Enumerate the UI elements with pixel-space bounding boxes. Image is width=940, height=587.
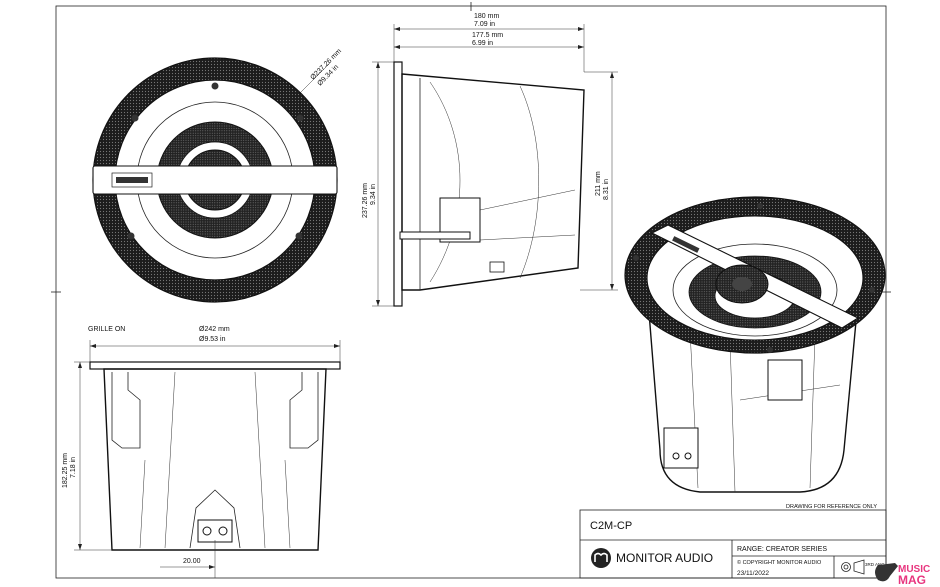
date-label: 23/11/2022 (737, 570, 769, 577)
tweeter-bridge (92, 165, 338, 195)
elev-rib (284, 459, 291, 549)
height-label-mm: 211 mm (595, 171, 602, 196)
height-label-in: 8.31 in (603, 179, 610, 200)
depth2-label-mm: 177.5 mm (472, 32, 503, 39)
terminal-screw-icon (202, 526, 212, 536)
side-rib (429, 81, 461, 283)
terminal-screw-icon (218, 526, 228, 536)
elev-left-clamp (111, 372, 141, 449)
offset-label: 20.00 (183, 558, 201, 565)
mount-screw-icon (295, 232, 303, 240)
watermark-line1: MUSIC (898, 564, 930, 575)
projection-cone-icon (853, 559, 865, 575)
terminal-screw-icon (684, 452, 692, 460)
elev-rib (254, 371, 266, 549)
monitor-audio-logo (591, 548, 611, 568)
model-name: C2M-CP (590, 520, 632, 532)
range-label: RANGE: CREATOR SERIES (737, 546, 827, 553)
projection-symbol-icon (843, 564, 849, 570)
monitor-audio-logo-mark (594, 552, 608, 562)
iso-clamp (767, 359, 803, 401)
grille-diameter-mm: Ø242 mm (199, 326, 230, 333)
elev-terminal-housing (189, 489, 241, 549)
mount-screw-icon (767, 347, 773, 353)
elev-height-in: 7.18 in (70, 457, 77, 478)
grille-diameter-in: Ø9.53 in (199, 336, 226, 343)
copyright-label: © COPYRIGHT MONITOR AUDIO (737, 559, 822, 566)
iso-rib (809, 334, 816, 489)
watermark-line2: MAG (898, 573, 926, 587)
depth-label-in: 7.09 in (474, 21, 495, 28)
bridge-logo-mark (116, 177, 148, 183)
iso-body (647, 299, 859, 493)
arrow-icon (90, 344, 96, 348)
brand-name: MONITOR AUDIO (616, 551, 713, 565)
front-elevation-view: GRILLE ON Ø242 mm Ø9.53 in 182.25 mm 7.1… (62, 326, 341, 578)
projection-label: 3RD ANG (865, 562, 885, 567)
mount-screw-icon (633, 255, 639, 261)
arrow-icon (578, 45, 584, 49)
mount-screw-icon (131, 114, 139, 122)
mount-screw-icon (211, 82, 219, 90)
mount-screw-icon (869, 287, 875, 293)
arrow-icon (394, 27, 400, 31)
arrow-icon (610, 284, 614, 290)
reference-note: DRAWING FOR REFERENCE ONLY (786, 504, 877, 510)
arrow-icon (78, 544, 82, 550)
mount-screw-icon (127, 232, 135, 240)
title-block: DRAWING FOR REFERENCE ONLY C2M-CP MONITO… (579, 504, 887, 579)
side-clamp-foot (399, 231, 471, 240)
side-rib-line (479, 189, 576, 211)
projection-symbol-icon (841, 562, 851, 572)
arrow-icon (394, 45, 400, 49)
elev-rib (164, 371, 176, 549)
side-rib (519, 85, 539, 279)
diameter-leader (299, 62, 331, 94)
arrow-icon (578, 27, 584, 31)
guitar-icon (875, 563, 898, 582)
elev-rib (139, 459, 146, 549)
musicmag-watermark: MUSIC MAG (875, 563, 930, 587)
elev-flange (89, 361, 341, 370)
mount-screw-icon (296, 114, 304, 122)
flange-label-in: 9.34 in (370, 184, 377, 205)
iso-bridge-logo (672, 236, 700, 253)
iso-terminal (663, 427, 699, 469)
arrow-icon (376, 300, 380, 306)
title-block-frame (579, 509, 887, 579)
arrow-icon (376, 62, 380, 68)
side-flange (393, 61, 403, 307)
side-view: 180 mm 7.09 in 177.5 mm 6.99 in 237.26 m… (362, 13, 618, 307)
iso-rib (729, 339, 736, 493)
iso-tweeter-dome (732, 277, 752, 291)
depth-label-mm: 180 mm (474, 13, 499, 20)
arrow-icon (610, 72, 614, 78)
iso-woofer-surround (672, 243, 838, 337)
flange-label-mm: 237.26 mm (362, 183, 369, 218)
arrow-icon (209, 565, 215, 569)
elev-height-mm: 182.25 mm (62, 453, 69, 488)
grille-on-label: GRILLE ON (88, 326, 125, 333)
elev-right-clamp (289, 372, 319, 449)
side-terminal (489, 261, 505, 273)
isometric-view (624, 196, 886, 493)
front-view: Ø237.26 mm Ø9.34 in (92, 48, 343, 303)
arrow-icon (78, 362, 82, 368)
side-body-outline (401, 73, 585, 291)
arrow-icon (334, 344, 340, 348)
mount-screw-icon (757, 203, 763, 209)
depth2-label-in: 6.99 in (472, 40, 493, 47)
terminal-screw-icon (672, 452, 680, 460)
elev-body (103, 368, 327, 551)
side-rib-line (479, 234, 576, 241)
